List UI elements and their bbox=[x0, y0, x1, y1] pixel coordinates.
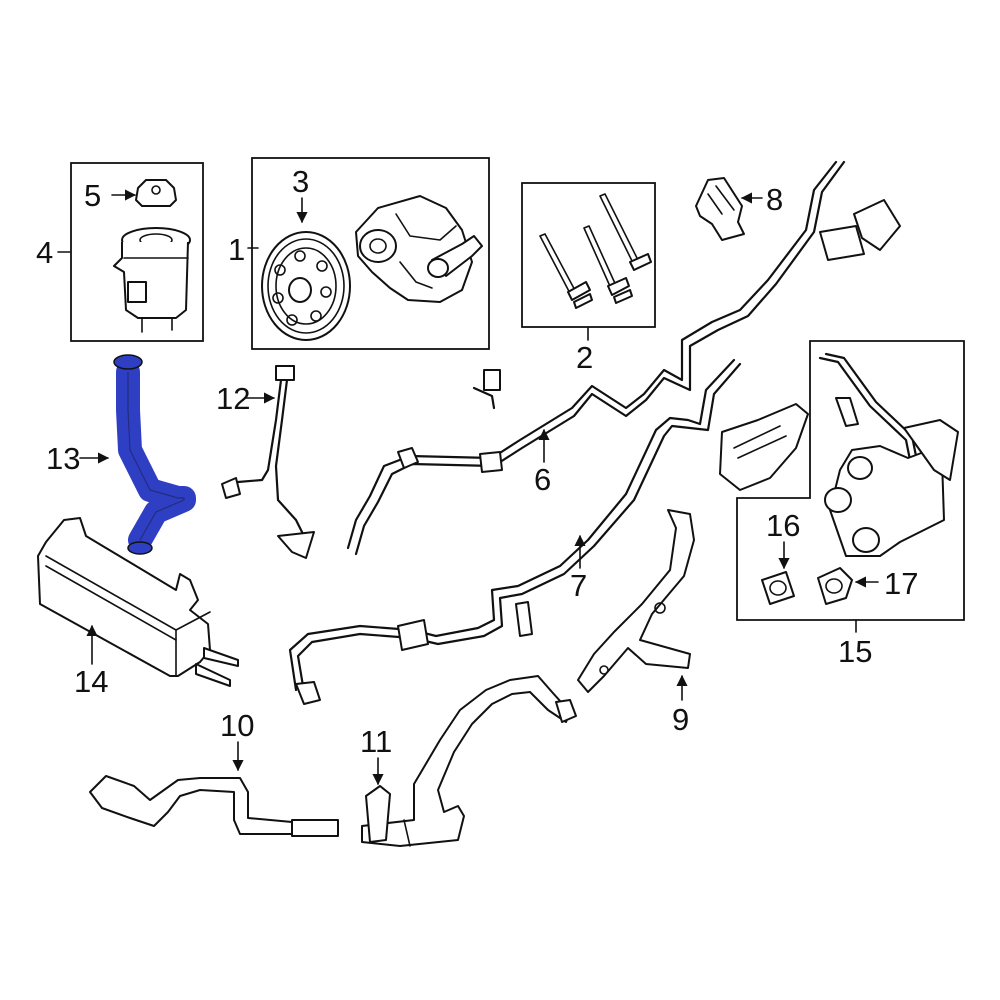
reservoir-hose-highlighted[interactable] bbox=[113, 354, 196, 555]
return-line[interactable] bbox=[288, 358, 809, 705]
callout-4: 4 bbox=[36, 235, 53, 270]
callout-10: 10 bbox=[220, 708, 254, 743]
reservoir-cap[interactable] bbox=[135, 179, 177, 207]
oil-cooler[interactable] bbox=[37, 517, 239, 687]
leader-lines bbox=[57, 189, 879, 786]
mounting-bracket[interactable] bbox=[577, 509, 695, 693]
pressure-line[interactable] bbox=[346, 160, 901, 556]
callout-16: 16 bbox=[766, 508, 800, 543]
pulley[interactable] bbox=[261, 231, 351, 341]
suction-hose[interactable] bbox=[89, 775, 339, 837]
callout-7: 7 bbox=[570, 568, 587, 603]
callout-12: 12 bbox=[216, 381, 250, 416]
bolts-group-box bbox=[521, 182, 656, 328]
reservoir[interactable] bbox=[113, 227, 191, 333]
power-steering-pump[interactable] bbox=[355, 195, 483, 303]
return-hose-small[interactable] bbox=[221, 365, 315, 559]
supply-hose[interactable] bbox=[361, 675, 577, 847]
callout-1: 1 bbox=[228, 232, 245, 267]
callout-8: 8 bbox=[766, 182, 783, 217]
callout-11: 11 bbox=[360, 724, 392, 759]
mounting-bolts[interactable] bbox=[539, 193, 652, 309]
callout-14: 14 bbox=[74, 664, 108, 699]
callout-3: 3 bbox=[292, 164, 309, 199]
control-valve[interactable] bbox=[818, 352, 959, 557]
callout-9: 9 bbox=[672, 702, 689, 737]
callout-17: 17 bbox=[884, 566, 918, 601]
callout-15: 15 bbox=[838, 634, 872, 669]
pump-group-box bbox=[251, 157, 490, 350]
callout-5: 5 bbox=[84, 178, 101, 213]
valve-group-box bbox=[736, 340, 965, 621]
fitting-16[interactable] bbox=[761, 571, 795, 605]
hose-clip[interactable] bbox=[695, 177, 745, 241]
callout-6: 6 bbox=[534, 462, 551, 497]
callout-13: 13 bbox=[46, 441, 80, 476]
fitting-17[interactable] bbox=[817, 567, 853, 605]
reservoir-group-box bbox=[70, 162, 204, 342]
callout-2: 2 bbox=[576, 340, 593, 375]
